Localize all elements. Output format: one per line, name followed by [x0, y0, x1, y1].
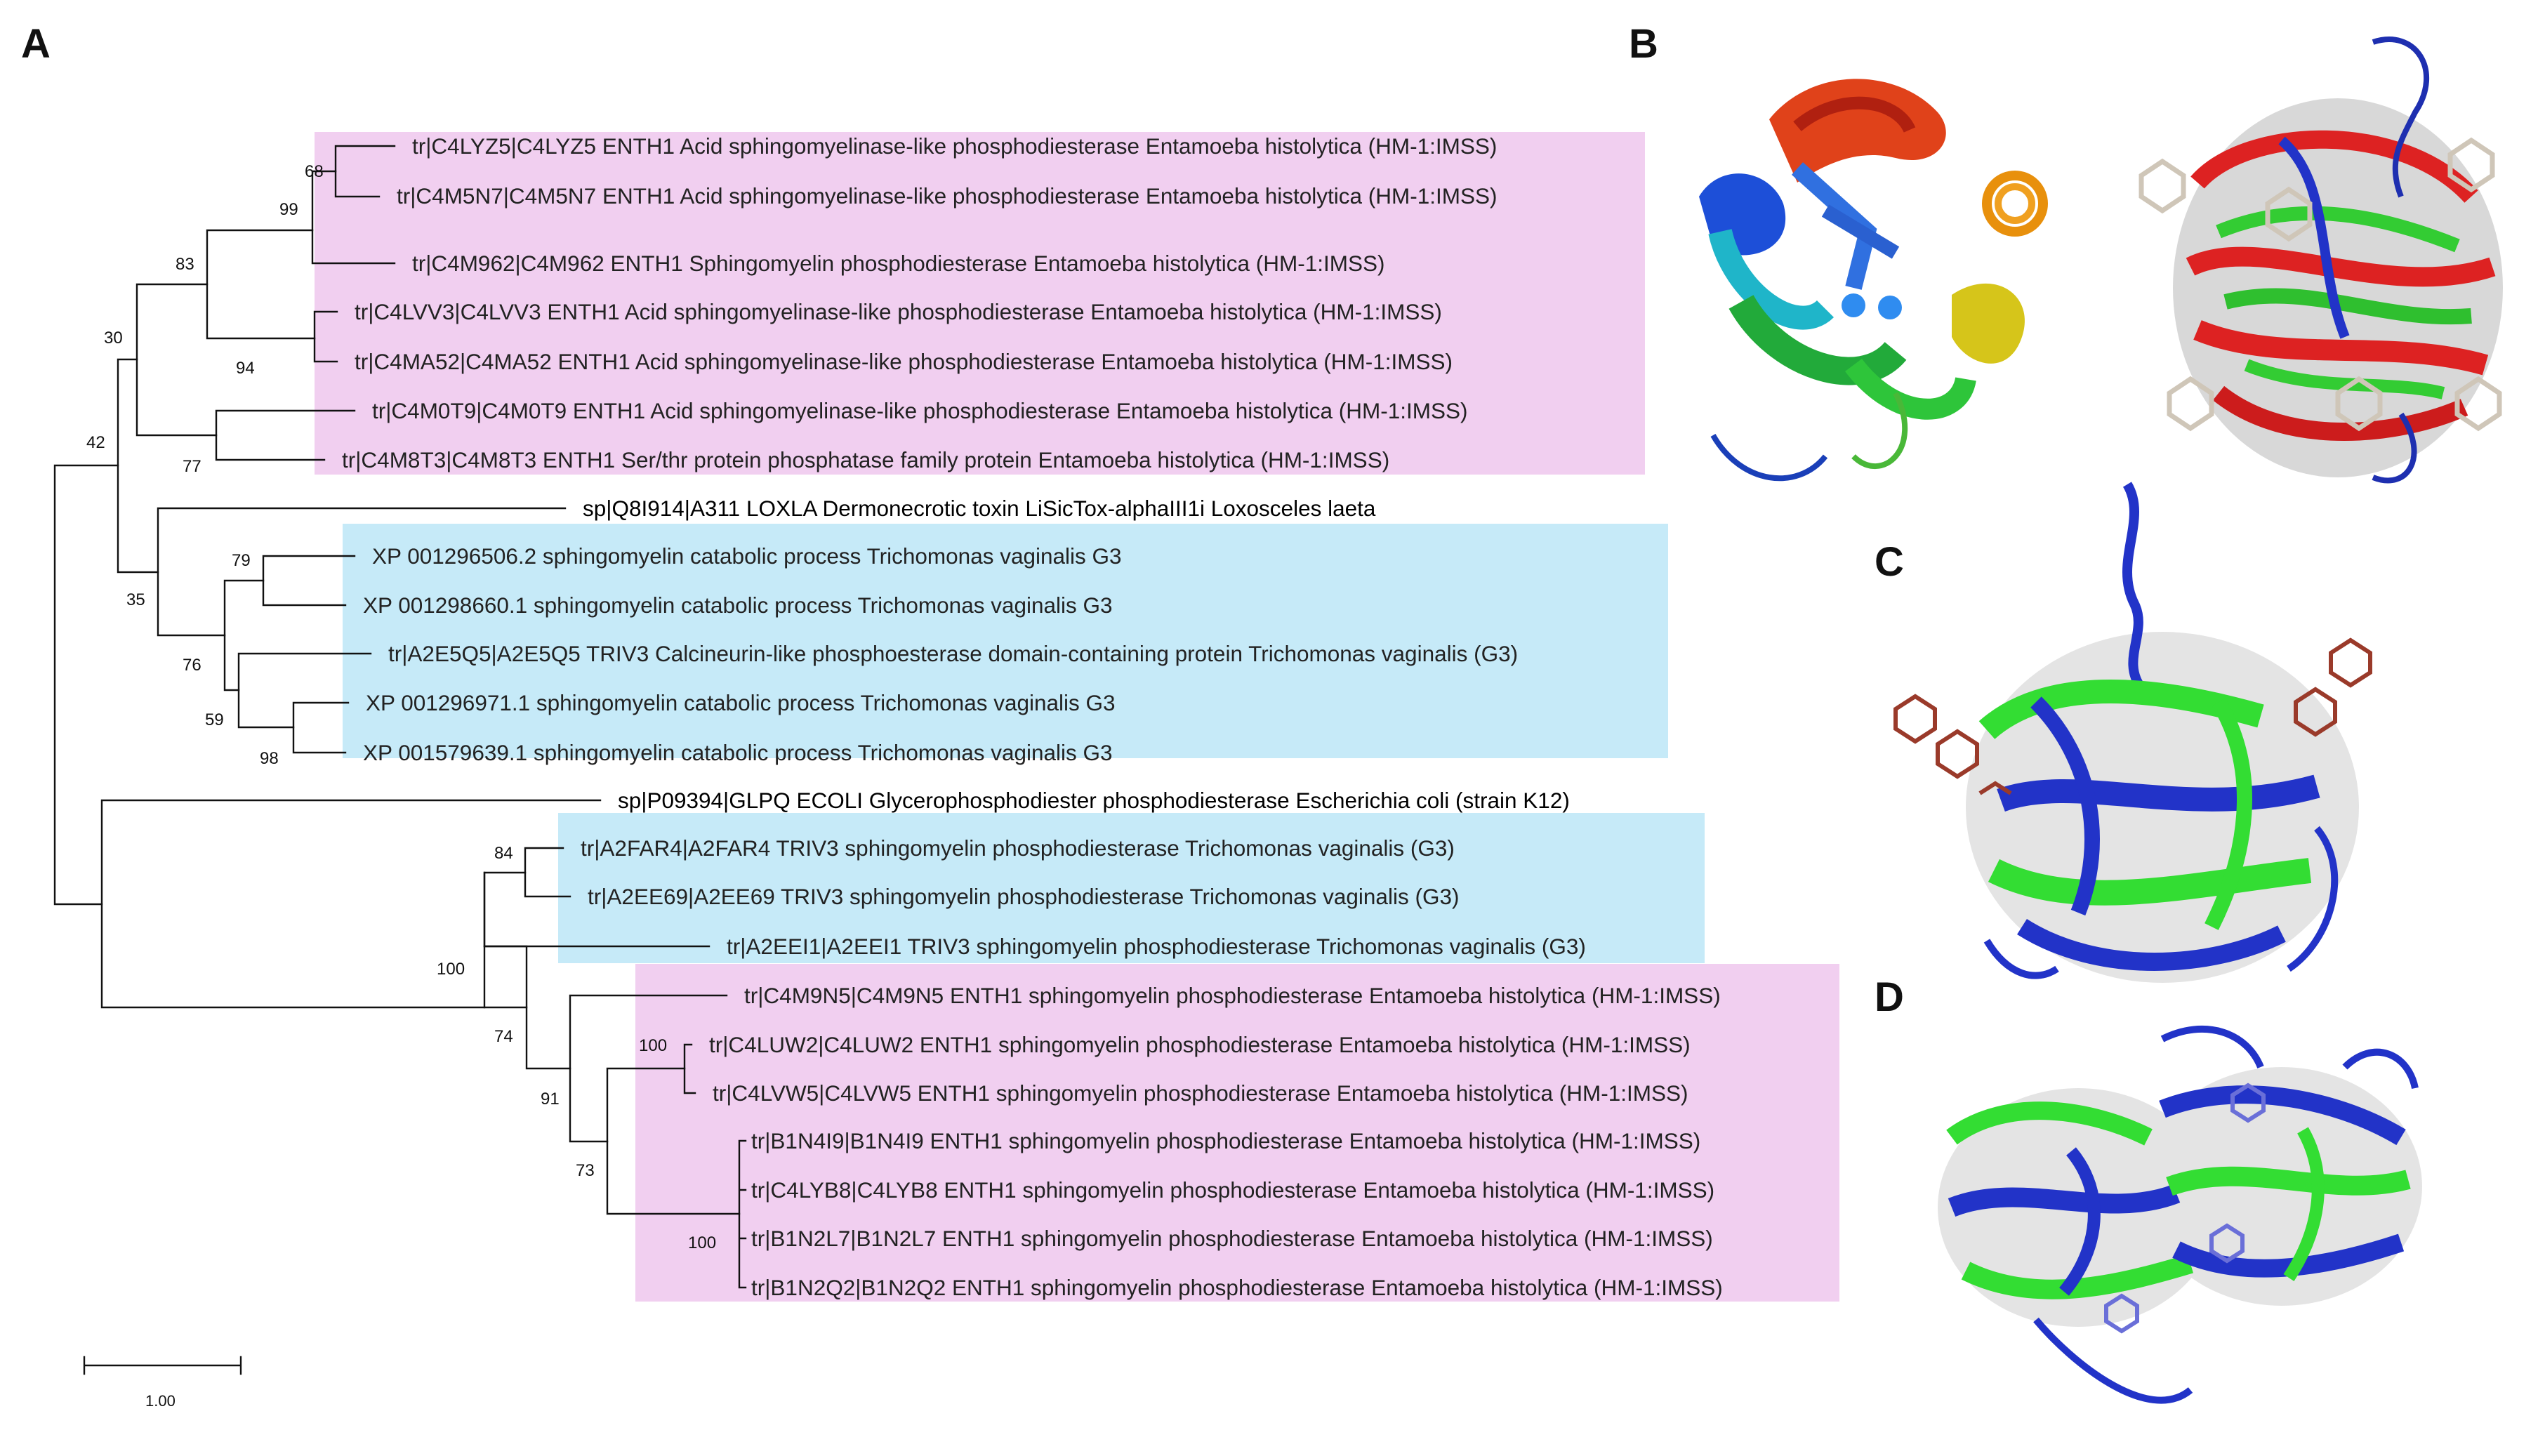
- panel-letter-a: A: [21, 21, 51, 67]
- bootstrap-value: 77: [183, 457, 201, 476]
- bootstrap-value: 91: [541, 1090, 560, 1108]
- leaf-label: tr|C4M5N7|C4M5N7 ENTH1 Acid sphingomyeli…: [397, 183, 1498, 209]
- superposed-cartoon-structure-c: [1893, 482, 2372, 983]
- leaf-label: XP 001296506.2 sphingomyelin catabolic p…: [372, 543, 1122, 569]
- trichomonas-clade-highlight-upper: [343, 524, 1668, 758]
- bootstrap-value: 99: [279, 200, 298, 219]
- bootstrap-value: 35: [126, 590, 145, 609]
- bootstrap-value: 76: [183, 656, 201, 675]
- panel-d: D: [1875, 974, 2422, 1404]
- bootstrap-value: 84: [494, 844, 513, 863]
- bootstrap-value: 42: [86, 433, 105, 452]
- metal-ion-sphere: [1878, 296, 1902, 319]
- leaf-label: tr|C4LVW5|C4LVW5 ENTH1 sphingomyelin pho…: [713, 1080, 1688, 1106]
- leaf-label: sp|P09394|GLPQ ECOLI Glycerophosphodiest…: [618, 788, 1570, 813]
- trichomonas-clade-highlight-lower: [558, 813, 1705, 963]
- leaf-label: tr|C4M8T3|C4M8T3 ENTH1 Ser/thr protein p…: [342, 447, 1389, 472]
- bootstrap-value: 74: [494, 1027, 513, 1046]
- leaf-label: tr|A2E5Q5|A2E5Q5 TRIV3 Calcineurin-like …: [388, 641, 1518, 666]
- metal-ion-sphere: [1842, 293, 1865, 317]
- bootstrap-value: 73: [576, 1161, 595, 1180]
- leaf-labels: tr|C4LYZ5|C4LYZ5 ENTH1 Acid sphingomyeli…: [342, 133, 1723, 1300]
- leaf-label: tr|C4M9N5|C4M9N5 ENTH1 sphingomyelin pho…: [744, 983, 1721, 1008]
- entamoeba-clade-highlight-lower: [635, 964, 1839, 1302]
- tree-branches: [53, 145, 747, 1289]
- leaf-label: tr|C4LYZ5|C4LYZ5 ENTH1 Acid sphingomyeli…: [412, 133, 1497, 159]
- superposed-dimer-structure-d: [1938, 1026, 2422, 1404]
- bootstrap-value: 59: [205, 710, 224, 729]
- panel-letter-c: C: [1875, 539, 1904, 585]
- scale-bar-label: 1.00: [145, 1392, 176, 1410]
- leaf-label: tr|A2EEI1|A2EEI1 TRIV3 sphingomyelin pho…: [727, 934, 1586, 959]
- leaf-label: tr|C4LVV3|C4LVV3 ENTH1 Acid sphingomyeli…: [355, 299, 1442, 324]
- bootstrap-values: 68 99 83 94 30 77 42 79 35 76 59 98 84 1…: [86, 162, 716, 1252]
- bootstrap-value: 79: [232, 551, 251, 570]
- leaf-label: tr|C4LYB8|C4LYB8 ENTH1 sphingomyelin pho…: [751, 1177, 1714, 1203]
- bootstrap-value: 94: [236, 359, 255, 378]
- leaf-label: tr|C4M0T9|C4M0T9 ENTH1 Acid sphingomyeli…: [372, 398, 1468, 423]
- leaf-label: tr|B1N2Q2|B1N2Q2 ENTH1 sphingomyelin pho…: [751, 1275, 1723, 1300]
- superposed-structure-with-ligands: [2139, 37, 2503, 484]
- leaf-label: tr|C4LUW2|C4LUW2 ENTH1 sphingomyelin pho…: [709, 1032, 1691, 1057]
- panel-b: B: [1629, 21, 2503, 484]
- leaf-label: tr|C4MA52|C4MA52 ENTH1 Acid sphingomyeli…: [355, 349, 1453, 374]
- leaf-label: tr|A2FAR4|A2FAR4 TRIV3 sphingomyelin pho…: [581, 835, 1455, 861]
- bootstrap-value: 100: [688, 1233, 716, 1252]
- leaf-label: tr|A2EE69|A2EE69 TRIV3 sphingomyelin pho…: [588, 884, 1459, 909]
- panel-letter-b: B: [1629, 21, 1658, 67]
- bootstrap-value: 30: [104, 329, 123, 348]
- leaf-label: sp|Q8I914|A311 LOXLA Dermonecrotic toxin…: [583, 496, 1376, 521]
- rainbow-cartoon-structure: [1699, 79, 2048, 482]
- bootstrap-value: 98: [260, 749, 279, 768]
- leaf-label: tr|C4M962|C4M962 ENTH1 Sphingomyelin pho…: [412, 251, 1385, 276]
- bootstrap-value: 100: [437, 960, 465, 979]
- panel-a: A: [21, 21, 1839, 1410]
- entamoeba-clade-highlight-upper: [315, 132, 1645, 475]
- scale-bar: 1.00: [83, 1356, 242, 1410]
- bootstrap-value: 100: [639, 1036, 667, 1055]
- panel-c: C: [1875, 482, 2372, 983]
- leaf-label: XP 001296971.1 sphingomyelin catabolic p…: [366, 690, 1116, 715]
- panel-letter-d: D: [1875, 974, 1904, 1020]
- leaf-label: tr|B1N4I9|B1N4I9 ENTH1 sphingomyelin pho…: [751, 1128, 1700, 1153]
- leaf-label: XP 001579639.1 sphingomyelin catabolic p…: [363, 740, 1113, 765]
- leaf-label: tr|B1N2L7|B1N2L7 ENTH1 sphingomyelin pho…: [751, 1226, 1713, 1251]
- leaf-label: XP 001298660.1 sphingomyelin catabolic p…: [363, 593, 1113, 618]
- bootstrap-value: 83: [176, 255, 194, 274]
- bootstrap-value: 68: [305, 162, 324, 181]
